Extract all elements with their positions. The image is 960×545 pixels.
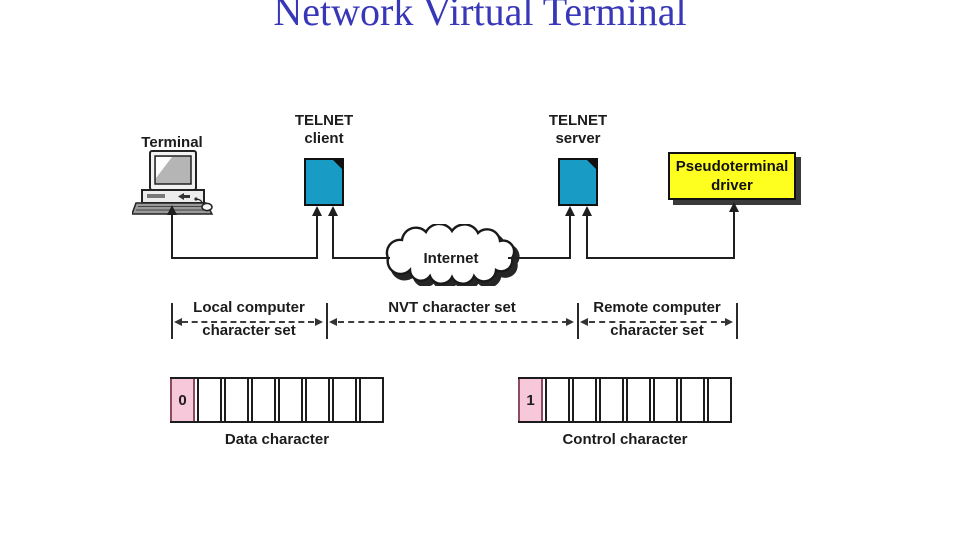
remote-span-left-arrow (580, 318, 588, 326)
bit-cell (305, 379, 330, 421)
remote-span-right-arrow (725, 318, 733, 326)
bit-cell (197, 379, 222, 421)
nvt-span-right-arrow (566, 318, 574, 326)
charset-tick-3 (577, 303, 579, 339)
remote-charset-span-line (589, 321, 727, 323)
arrow-head-to-server-right (582, 206, 592, 216)
telnet-client-label: TELNET client (274, 112, 374, 148)
bit-cell (680, 379, 705, 421)
bit-cell (545, 379, 570, 421)
bit-cell (278, 379, 303, 421)
bit-cell (251, 379, 276, 421)
local-span-left-arrow (174, 318, 182, 326)
terminal-label: Terminal (141, 134, 203, 151)
arrow-head-to-terminal (167, 205, 177, 215)
nvt-charset-span-line (338, 321, 568, 323)
bit-cell (653, 379, 678, 421)
document-fold-icon (585, 158, 598, 171)
internet-label: Internet (423, 250, 478, 267)
bit-cell (599, 379, 624, 421)
remote-charset-label-line2: character set (610, 322, 704, 339)
local-charset-span-line (182, 321, 314, 323)
arrow-line-to-terminal (171, 214, 173, 259)
data-bit-cell: 0 (170, 379, 195, 421)
arrow-line-to-server-right (586, 215, 588, 259)
document-fold-icon (331, 158, 344, 171)
slide-title: Network Virtual Terminal (273, 0, 687, 34)
arrow-head-to-pseudoterminal (729, 202, 739, 212)
arrow-head-to-server-left (565, 206, 575, 216)
control-character-byte-row: 1 (518, 377, 732, 423)
internet-cloud: Internet (385, 224, 520, 286)
local-charset-label-line2: character set (202, 322, 296, 339)
arrow-line-to-client-left (316, 215, 318, 259)
telnet-server-document-icon (558, 158, 598, 206)
data-character-caption: Data character (224, 431, 330, 448)
telnet-client-document-icon (304, 158, 344, 206)
arrow-line-to-client-right (332, 215, 334, 259)
bit-cell (626, 379, 651, 421)
nvt-span-left-arrow (329, 318, 337, 326)
control-bit-value: 1 (526, 391, 535, 409)
telnet-client-label-line2: client (304, 130, 344, 147)
data-bit-value: 0 (178, 391, 187, 409)
telnet-client-label-line1: TELNET (294, 112, 354, 129)
charset-tick-2 (326, 303, 328, 339)
link-internet-server (508, 257, 571, 259)
charset-tick-1 (171, 303, 173, 339)
bit-cell (224, 379, 249, 421)
telnet-server-label-line1: TELNET (548, 112, 608, 129)
pseudoterminal-label-line2: driver (711, 177, 753, 194)
nvt-charset-label: NVT character set (388, 299, 516, 316)
bit-cell (572, 379, 597, 421)
bit-cell (359, 379, 384, 421)
data-character-byte-row: 0 (170, 377, 384, 423)
link-server-pseudoterminal (586, 257, 735, 259)
link-terminal-client (171, 257, 318, 259)
arrow-line-to-server-left (569, 215, 571, 259)
telnet-server-label: TELNET server (528, 112, 628, 148)
local-charset-label-line1: Local computer (193, 299, 305, 316)
arrow-line-to-pseudoterminal (733, 211, 735, 259)
arrow-head-to-client-left (312, 206, 322, 216)
bit-cell (707, 379, 732, 421)
pseudoterminal-driver-box: Pseudoterminal driver (668, 152, 796, 200)
local-span-right-arrow (315, 318, 323, 326)
remote-charset-label-line1: Remote computer (593, 299, 721, 316)
telnet-server-label-line2: server (555, 130, 601, 147)
arrow-head-to-client-right (328, 206, 338, 216)
bit-cell (332, 379, 357, 421)
control-character-caption: Control character (562, 431, 688, 448)
control-bit-cell: 1 (518, 379, 543, 421)
charset-tick-4 (736, 303, 738, 339)
pseudoterminal-label-line1: Pseudoterminal (675, 158, 789, 175)
link-client-internet (332, 257, 390, 259)
